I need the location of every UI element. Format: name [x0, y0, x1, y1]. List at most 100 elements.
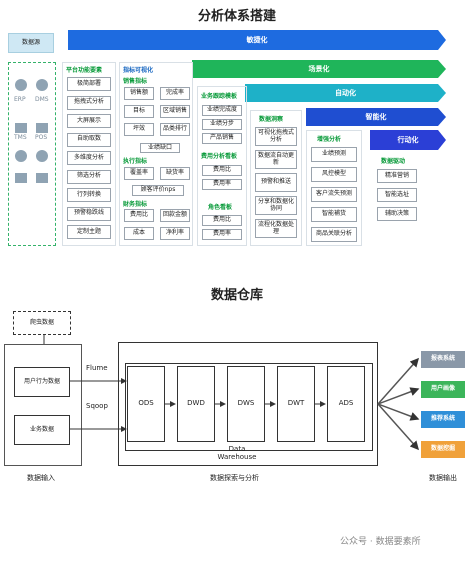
col2-sub1-last: 业绩缺口 — [140, 143, 180, 153]
sqoop-label: Sqoop — [86, 402, 108, 410]
warehouse-title: 数据仓库 — [210, 288, 263, 303]
col6-head: 数据驱动 — [381, 158, 406, 165]
col3-item: 业绩分步 — [202, 119, 242, 130]
col1-item: 拖拽式分析 — [67, 95, 111, 110]
col3-item: 业绩完成度 — [202, 105, 242, 116]
col2-sub1: 销售指标 — [123, 78, 148, 85]
col2-sub2-last: 顾客评价nps — [132, 185, 184, 196]
warehouse-inner — [125, 363, 373, 451]
col1-item: 定制主题 — [67, 225, 111, 239]
crawler-box: 爬虫数据 — [13, 311, 71, 335]
output-0: 报表系统 — [421, 351, 465, 368]
col3-head: 业务跟踪模板 — [201, 93, 238, 100]
pos-icon — [36, 123, 48, 133]
band-0: 敏捷化 — [68, 30, 446, 50]
output-1: 用户画像 — [421, 381, 465, 398]
dms-icon — [36, 79, 48, 91]
layer-dwd: DWD — [177, 366, 215, 442]
col2-sub1-item: 区域销售 — [160, 105, 190, 118]
warehouse-box — [118, 342, 378, 466]
watermark: 公众号 · 数据要素所 — [340, 537, 421, 547]
col6-item: 辅助决策 — [377, 207, 417, 221]
col-driven: 数据驱动 精准营销智能选址辅助决策 — [372, 152, 420, 232]
dw-label: Data Warehouse — [217, 445, 257, 462]
col6-item: 精准营销 — [377, 169, 417, 183]
col5-item: 智能補货 — [311, 207, 357, 222]
band-1: 场景化 — [192, 60, 446, 78]
col1-item: 大屏展示 — [67, 114, 111, 128]
col1-item: 自助取数 — [67, 132, 111, 147]
col5-item: 客户流失预测 — [311, 187, 357, 202]
col2-sub1-item: 坪效 — [124, 123, 154, 136]
col3-head3: 角色看板 — [208, 204, 233, 211]
col-platform: 平台功能要素 极简部署拖拽式分析大屏展示自助取数多维度分析筛选分析行列转换预警稳… — [62, 62, 116, 246]
col3-item3: 费用率 — [202, 229, 242, 240]
col5-item: 风控模型 — [311, 167, 357, 182]
col3-item2: 费用率 — [202, 179, 242, 190]
col-insight: 数据洞察 可视化拖拽式分析数据流自动更新预警和推送分享和数据化协同流程化数据处理 — [250, 110, 302, 246]
col2-head: 指标可视化 — [123, 67, 154, 74]
output-3: 数据挖掘 — [421, 441, 465, 458]
col4-item: 流程化数据处理 — [255, 219, 297, 238]
col2-sub1-item: 品类排行 — [160, 123, 190, 136]
col5-item: 业绩预测 — [311, 147, 357, 162]
col1-item: 多维度分析 — [67, 151, 111, 165]
flume-label: Flume — [86, 364, 108, 372]
page-title: 分析体系搭建 — [197, 9, 276, 24]
col3-item2: 费用比 — [202, 165, 242, 176]
cloud-icon — [36, 150, 48, 162]
currency-icon — [15, 150, 27, 162]
col2-sub1-item: 目标 — [124, 105, 154, 118]
tms-label: TMS — [14, 134, 27, 141]
col5-item: 商品关联分析 — [311, 227, 357, 242]
col3-item3: 费用比 — [202, 215, 242, 226]
col2-sub1-item: 完成率 — [160, 87, 190, 100]
col2-sub1-item: 销售额 — [124, 87, 154, 100]
layer-ods: ODS — [127, 366, 165, 442]
output-2: 推荐系统 — [421, 411, 465, 428]
input-business: 业务数据 — [14, 415, 70, 445]
erp-label: ERP — [14, 96, 26, 103]
col4-item: 数据流自动更新 — [255, 150, 297, 169]
datasource-icons — [15, 79, 48, 183]
col5-head: 增强分析 — [317, 136, 342, 143]
col-augmented: 增强分析 业绩预测风控模型客户流失预测智能補货商品关联分析 — [306, 130, 362, 246]
dms-label: DMS — [35, 96, 49, 103]
col4-item: 分享和数据化协同 — [255, 196, 297, 215]
col1-item: 筛选分析 — [67, 169, 111, 184]
cart-icon — [36, 173, 48, 183]
col2-sub2-item: 缺货率 — [160, 167, 190, 180]
col1-head: 平台功能要素 — [66, 67, 103, 74]
layer-dwt: DWT — [277, 366, 315, 442]
datasource-label: 数据源 — [21, 38, 40, 46]
caption-input: 数据输入 — [27, 474, 55, 482]
col4-item: 预警和推送 — [255, 173, 297, 192]
band-2: 自动化 — [245, 84, 446, 102]
erp-icon — [15, 79, 27, 91]
input-user-behavior: 用户行为数据 — [14, 367, 70, 397]
band-3: 智能化 — [306, 108, 446, 126]
pos-label: POS — [35, 134, 48, 141]
col2-sub3: 财务指标 — [123, 201, 148, 208]
caption-explore: 数据探索与分析 — [210, 474, 259, 482]
col1-item: 行列转换 — [67, 188, 111, 202]
layer-ads: ADS — [327, 366, 365, 442]
band-4: 行动化 — [370, 130, 446, 150]
col-metrics: 指标可视化 销售指标 销售额完成率目标区域销售坪效品类排行 业绩缺口 执行指标 … — [119, 62, 193, 246]
col3-item: 产品销售 — [202, 133, 242, 144]
col1-item: 预警稳跌线 — [67, 206, 111, 221]
col4-item: 可视化拖拽式分析 — [255, 127, 297, 146]
col-tracking: 业务跟踪模板 业绩完成度业绩分步产品销售 费用分析看板 费用比费用率 角色看板 … — [197, 86, 247, 246]
col2-sub3-item: 回款金额 — [160, 209, 190, 222]
col2-sub3-item: 净利率 — [160, 227, 190, 240]
col4-head: 数据洞察 — [259, 116, 284, 123]
caption-output: 数据输出 — [429, 474, 457, 482]
datasource-header: 数据源 — [8, 33, 54, 53]
col2-sub2: 执行指标 — [123, 158, 148, 165]
col1-item: 极简部署 — [67, 77, 111, 91]
users-icon — [15, 173, 27, 183]
col3-head2: 费用分析看板 — [201, 153, 238, 160]
col2-sub3-item: 费用比 — [124, 209, 154, 222]
input-group: 用户行为数据 业务数据 — [4, 344, 82, 466]
